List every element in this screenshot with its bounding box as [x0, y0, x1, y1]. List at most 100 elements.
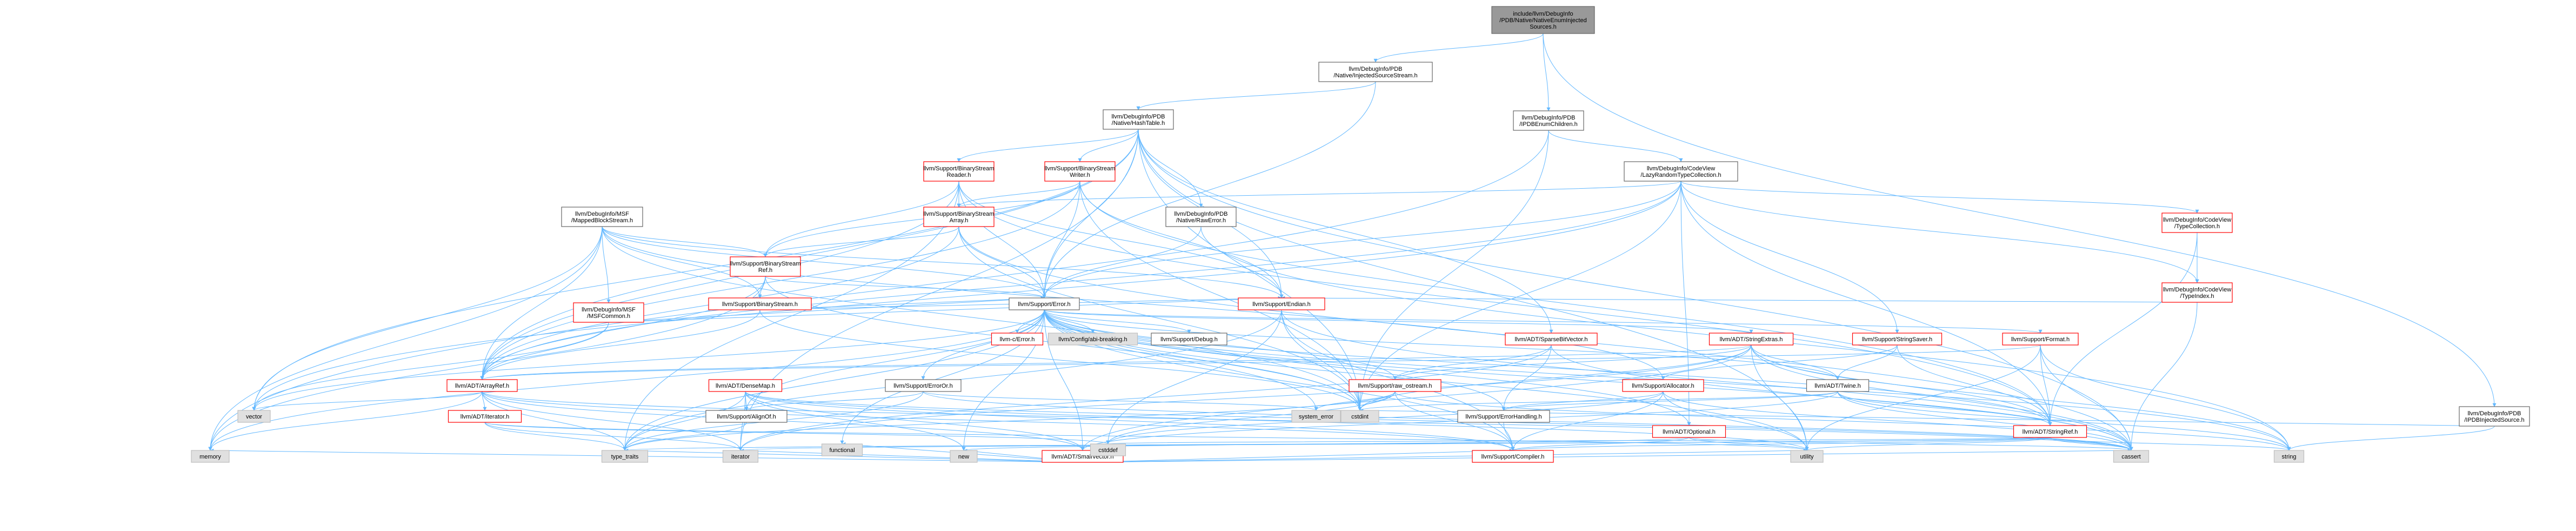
node-box-ipdbinjsrc: [2459, 406, 2530, 427]
node-vector: vector: [237, 410, 271, 423]
nodes-layer: include/llvm/DebugInfo/PDB/Native/Native…: [191, 6, 2530, 463]
node-stringref[interactable]: llvm/ADT/StringRef.h: [2013, 425, 2087, 438]
edge-bsref-to-memory: [208, 276, 766, 451]
node-msfcommon[interactable]: llvm/DebugInfo/MSF/MSFCommon.h: [573, 302, 644, 323]
node-pdbenumchildren[interactable]: llvm/DebugInfo/PDB/IPDBEnumChildren.h: [1513, 110, 1584, 131]
node-binarystream[interactable]: llvm/Support/BinaryStream.h: [708, 297, 812, 310]
node-label-optional-line-0: llvm/ADT/Optional.h: [1663, 429, 1716, 435]
node-box-string: [2273, 450, 2305, 463]
node-box-root: [1491, 6, 1595, 34]
node-mappedblock[interactable]: llvm/DebugInfo/MSF/MappedBlockStream.h: [561, 207, 643, 227]
node-debug[interactable]: llvm/Support/Debug.h: [1151, 333, 1227, 346]
node-erroror[interactable]: llvm/Support/ErrorOr.h: [885, 379, 962, 392]
node-label-allocator-line-0: llvm/Support/Allocator.h: [1632, 383, 1694, 389]
node-error[interactable]: llvm/Support/Error.h: [1009, 297, 1080, 310]
node-box-alignof: [705, 410, 788, 423]
edge-densemap-to-utility: [745, 391, 1809, 451]
edge-bsreader-to-arrayref: [480, 181, 959, 380]
node-box-abibreaking: [1047, 333, 1138, 346]
node-allocator[interactable]: llvm/Support/Allocator.h: [1622, 379, 1704, 392]
node-endian[interactable]: llvm/Support/Endian.h: [1238, 297, 1325, 310]
edge-stringextras-to-twine: [1751, 344, 1840, 380]
node-rawerror[interactable]: llvm/DebugInfo/PDB/Native/RawError.h: [1165, 207, 1237, 227]
node-box-lazyrandom: [1624, 161, 1738, 182]
edge-injsrcstream-to-hashtable: [1136, 81, 1376, 110]
edge-allocator-to-cassert: [1663, 391, 2133, 451]
edge-bswriter-to-endian: [1079, 181, 1284, 298]
node-cstdint: cstdint: [1340, 410, 1379, 423]
edge-stringref-to-utility: [1805, 437, 2051, 451]
edge-densemap-to-compiler: [745, 391, 1515, 451]
node-stringsaver[interactable]: llvm/Support/StringSaver.h: [1852, 333, 1943, 346]
node-sparsebit[interactable]: llvm/ADT/SparseBitVector.h: [1505, 333, 1598, 346]
node-compiler[interactable]: llvm/Support/Compiler.h: [1472, 450, 1554, 463]
node-typeindex[interactable]: llvm/DebugInfo/CodeView/TypeIndex.h: [2161, 282, 2233, 303]
node-errorhandling[interactable]: llvm/Support/ErrorHandling.h: [1457, 410, 1550, 423]
node-label-erroror-line-0: llvm/Support/ErrorOr.h: [893, 383, 952, 389]
edge-rawostream-to-string: [1394, 391, 2291, 451]
edge-optional-to-utility: [1689, 437, 1809, 451]
edge-stringextras-to-rawostream: [1393, 344, 1752, 380]
edge-bsreader-to-stringref: [958, 181, 2052, 426]
node-label-stringextras-line-0: llvm/ADT/StringExtras.h: [1720, 336, 1783, 343]
edge-lazyrandom-to-arrayref: [480, 181, 1681, 380]
node-hashtable[interactable]: llvm/DebugInfo/PDB/Native/HashTable.h: [1103, 109, 1174, 130]
edge-erroror-to-alignof: [744, 391, 924, 411]
node-lazyrandom[interactable]: llvm/DebugInfo/CodeView/LazyRandomTypeCo…: [1624, 161, 1738, 182]
edge-stringref-to-cstddef: [1107, 437, 2051, 444]
node-label-compiler-line-0: llvm/Support/Compiler.h: [1481, 454, 1545, 460]
node-adtiterator[interactable]: llvm/ADT/iterator.h: [448, 410, 522, 423]
edge-bsref-to-arrayref: [480, 276, 766, 380]
node-rawostream[interactable]: llvm/Support/raw_ostream.h: [1349, 379, 1442, 392]
node-label-typecollection-line-1: /TypeCollection.h: [2174, 223, 2220, 230]
node-injsrcstream[interactable]: llvm/DebugInfo/PDB/Native/InjectedSource…: [1318, 62, 1433, 82]
edge-msfcommon-to-endian: [608, 296, 1282, 323]
edge-hashtable-to-vector: [252, 129, 1139, 411]
node-densemap[interactable]: llvm/ADT/DenseMap.h: [708, 379, 783, 392]
node-label-rawerror-line-1: /Native/RawError.h: [1176, 217, 1226, 224]
node-label-ipdbinjsrc-line-1: /IPDBInjectedSource.h: [2464, 417, 2524, 423]
node-box-rawostream: [1349, 379, 1442, 392]
node-ipdbinjsrc[interactable]: llvm/DebugInfo/PDB/IPDBInjectedSource.h: [2459, 406, 2530, 427]
node-box-iterator: [722, 450, 759, 463]
node-label-lazyrandom-line-0: llvm/DebugInfo/CodeView: [1647, 165, 1715, 172]
node-typecollection[interactable]: llvm/DebugInfo/CodeView/TypeCollection.h: [2161, 213, 2233, 233]
edge-densemap-to-cassert: [745, 391, 2133, 451]
node-arrayref[interactable]: llvm/ADT/ArrayRef.h: [446, 379, 518, 392]
node-label-root-line-2: Sources.h: [1530, 24, 1557, 30]
node-label-bsarray-line-1: Array.h: [950, 217, 969, 224]
edge-lazyrandom-to-stringsaver: [1680, 181, 1899, 334]
edge-error-to-vector: [252, 309, 1045, 411]
node-format[interactable]: llvm/Support/Format.h: [2002, 333, 2079, 346]
node-root[interactable]: include/llvm/DebugInfo/PDB/Native/Native…: [1491, 6, 1595, 34]
edge-sparsebit-to-iterator: [738, 344, 1552, 451]
node-box-hashtable: [1103, 109, 1174, 130]
node-label-pdbenumchildren-line-1: /IPDBEnumChildren.h: [1519, 121, 1578, 128]
edge-bswriter-to-stringref: [1079, 181, 2052, 426]
node-label-systemerror-line-0: system_error: [1299, 414, 1334, 420]
node-stringextras[interactable]: llvm/ADT/StringExtras.h: [1709, 333, 1794, 346]
node-optional[interactable]: llvm/ADT/Optional.h: [1652, 425, 1726, 438]
node-twine[interactable]: llvm/ADT/Twine.h: [1806, 379, 1870, 392]
edge-stringextras-to-cassert: [1751, 344, 2133, 451]
edge-erroror-to-systemerror: [923, 391, 1318, 411]
edge-stringextras-to-utility: [1751, 344, 1809, 451]
edge-twine-to-cassert: [1837, 391, 2133, 451]
node-label-bsref-line-1: Ref.h: [758, 267, 772, 274]
edge-format-to-utility: [1805, 344, 2041, 451]
node-label-cerror-line-0: llvm-c/Error.h: [1000, 336, 1035, 343]
node-cerror[interactable]: llvm-c/Error.h: [991, 333, 1044, 346]
node-alignof[interactable]: llvm/Support/AlignOf.h: [705, 410, 788, 423]
node-box-binarystream: [708, 297, 812, 310]
node-box-densemap: [708, 379, 783, 392]
node-label-hashtable-line-0: llvm/DebugInfo/PDB: [1111, 114, 1165, 120]
edge-smallvector-to-compiler: [1082, 448, 1513, 463]
node-box-errorhandling: [1457, 410, 1550, 423]
node-label-root-line-1: /PDB/Native/NativeEnumInjected: [1499, 17, 1586, 24]
edge-allocator-to-cstddef: [1106, 391, 1664, 444]
edge-adtiterator-to-typetraits: [484, 422, 627, 451]
